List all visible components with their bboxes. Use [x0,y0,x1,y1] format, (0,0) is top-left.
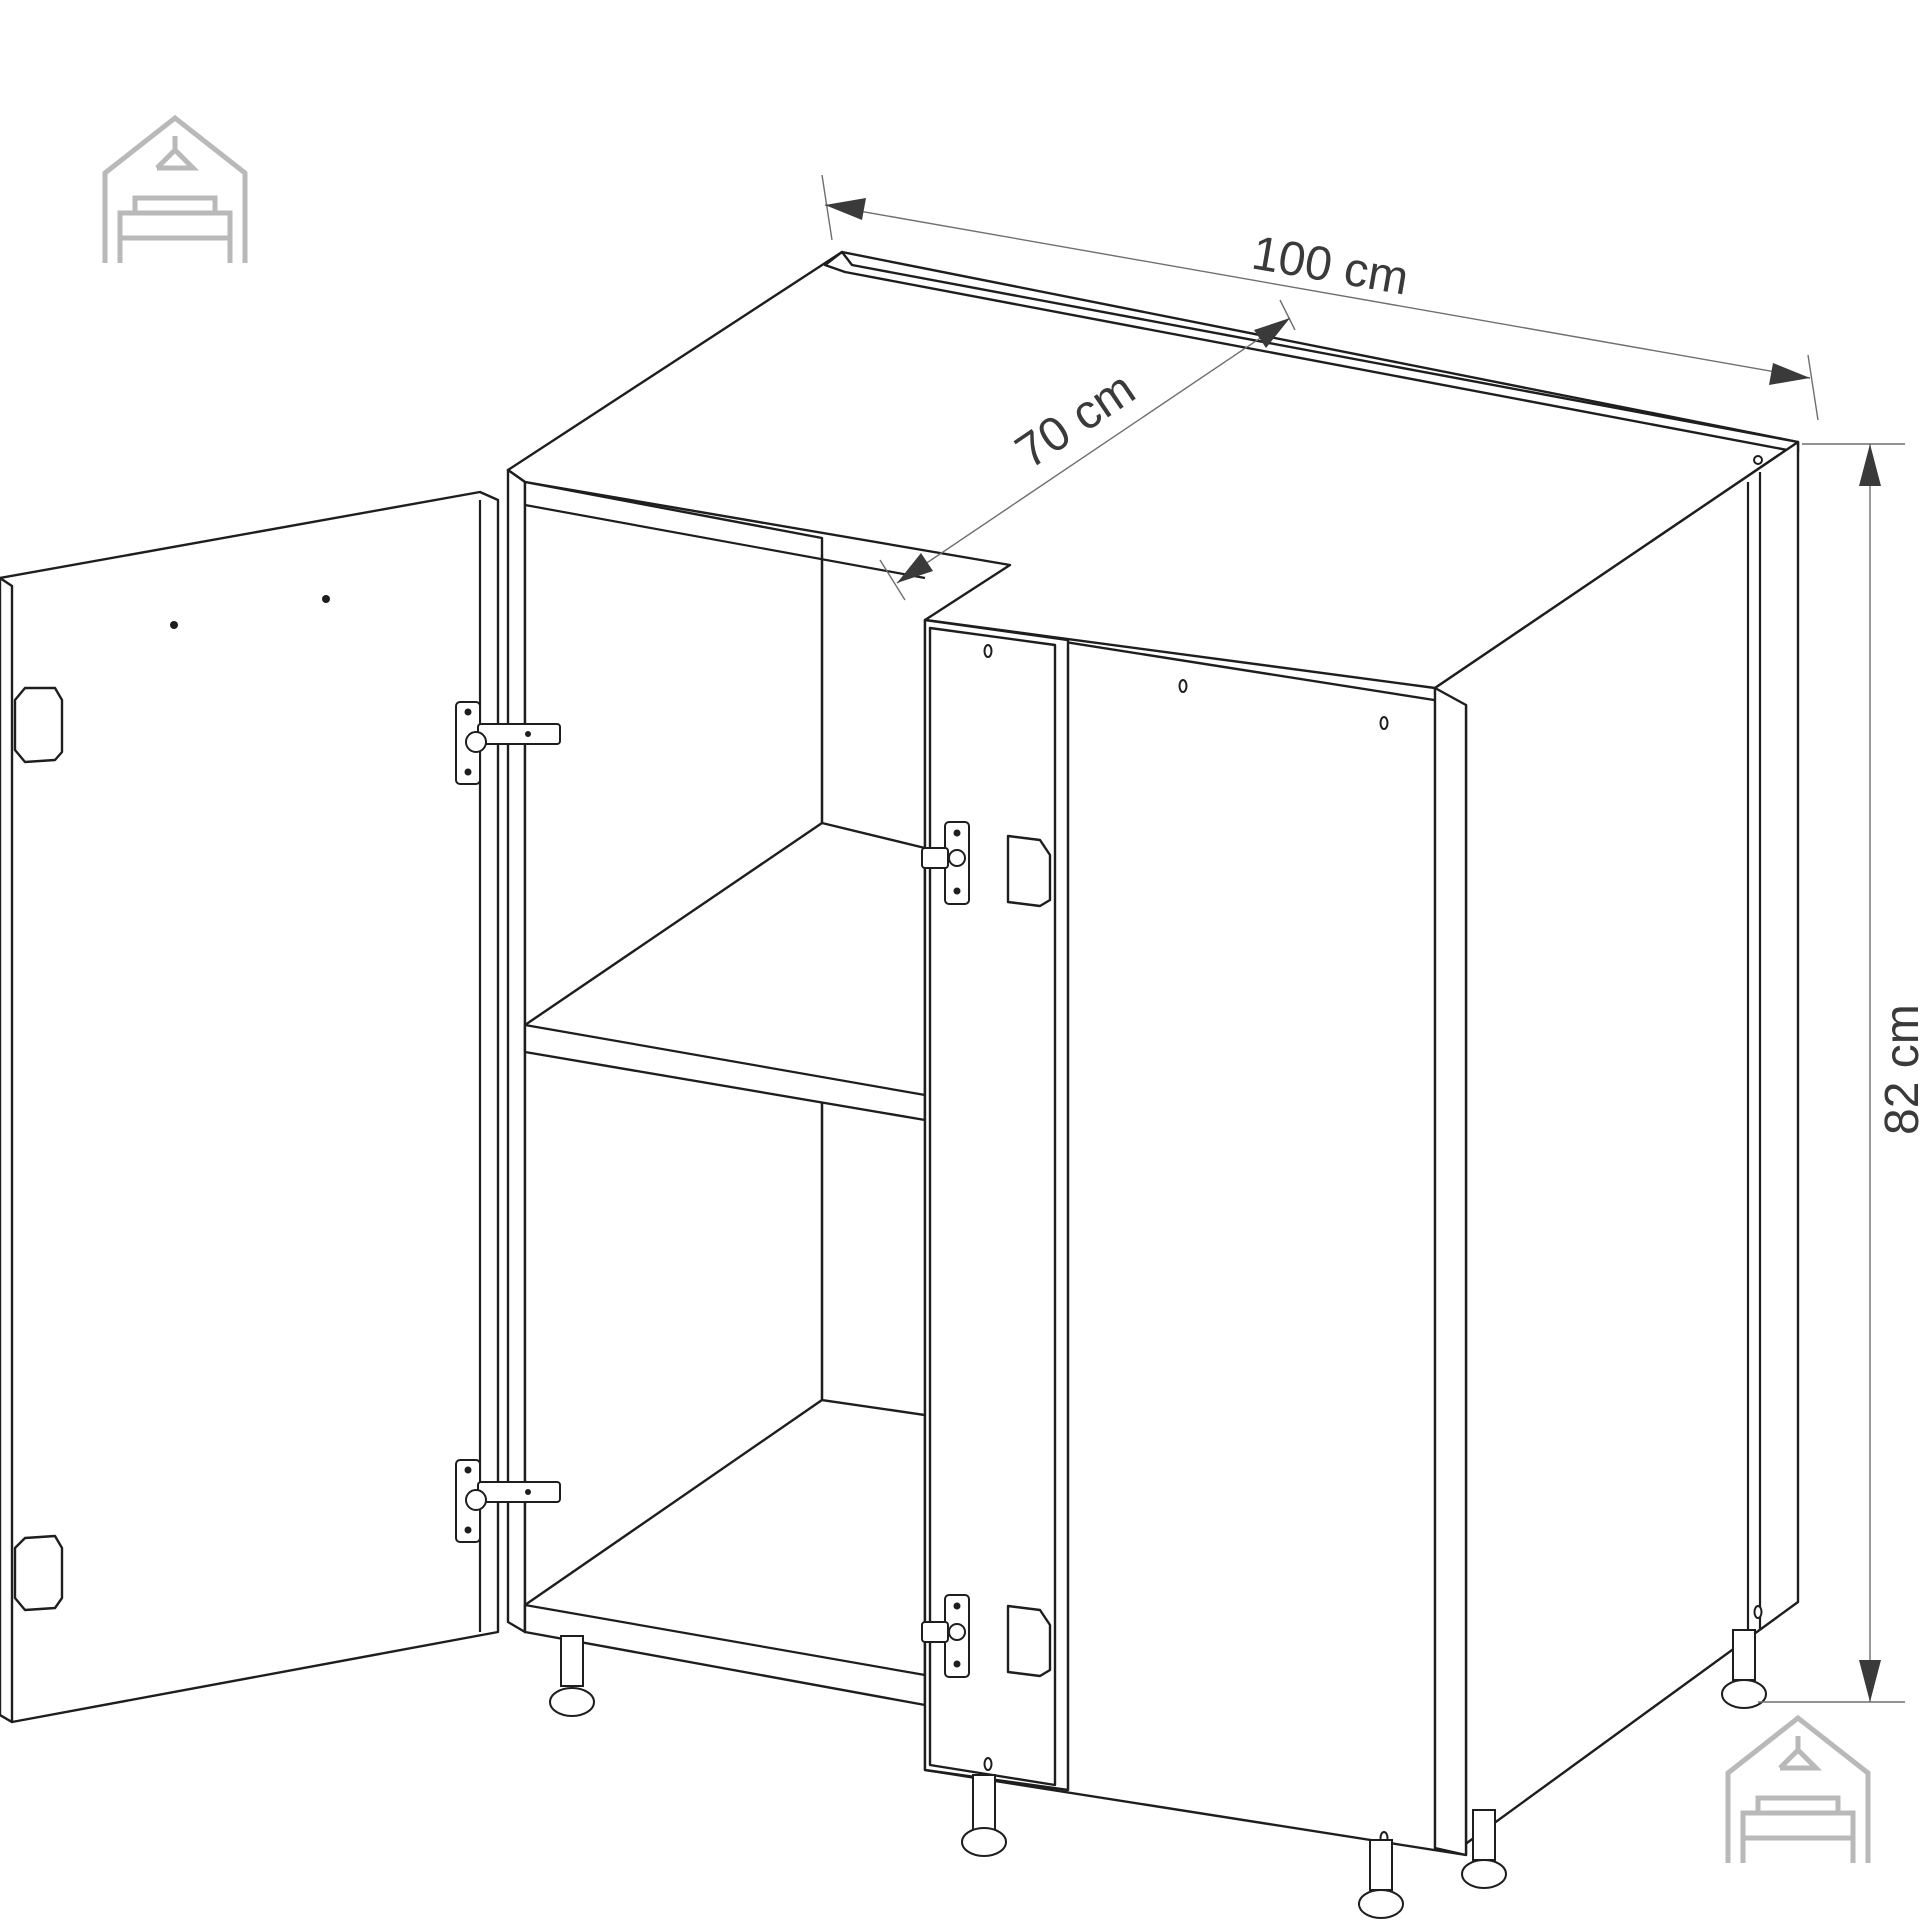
interior-top-edge [524,503,926,580]
hinge [921,1594,970,1678]
screw-hole [1379,716,1389,730]
door-hole [170,621,178,629]
bottom-front-edge [524,1603,926,1677]
top-panel [506,250,1800,690]
height-dimension: 82 cm [1758,443,1920,1703]
hinge [455,1459,561,1543]
screw-hole [1753,455,1763,465]
door-bumper [1006,834,1052,908]
height-label: 82 cm [1876,1004,1920,1135]
door-bumper [13,686,64,764]
leg [1461,1809,1507,1889]
door-hole [322,595,330,603]
screw-hole [983,1757,993,1771]
left-side-panel [506,468,527,1634]
leg [961,1774,1007,1857]
left-door [0,490,500,1724]
leg [1358,1839,1404,1919]
leg [549,1635,595,1717]
hinge [921,821,970,905]
screw-hole [1753,1605,1763,1619]
house-sofa-logo-icon [1725,1714,1871,1863]
house-sofa-logo-icon [102,114,248,263]
leg [1721,1629,1767,1709]
door-bumper [1006,1604,1052,1678]
door-bumper [13,1534,64,1612]
hinge [455,701,561,785]
left-door-edge [0,576,14,1724]
screw-hole [983,644,993,658]
shelf-front-edge [524,1023,926,1097]
door-strip-face [928,626,1057,1787]
screw-hole [1178,679,1188,693]
front-right-edge-strip [1433,686,1468,1857]
